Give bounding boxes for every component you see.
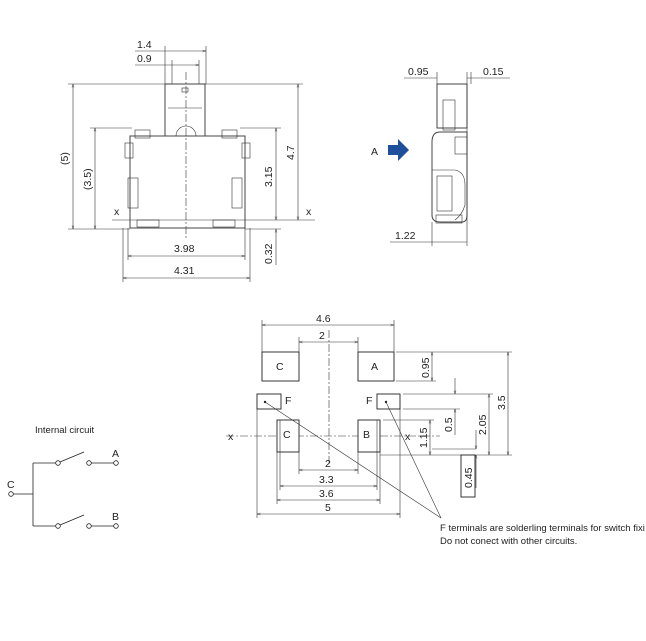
dim-3-15: 3.15 [263, 166, 275, 187]
pad-c-top-label: C [276, 361, 284, 373]
pad-f-left [256, 393, 282, 410]
pad-f-right [376, 393, 401, 410]
axis-x-left-footprint: x [228, 431, 234, 443]
dim-4-6: 4.6 [316, 313, 331, 325]
pad-a-top-label: A [371, 361, 378, 373]
dim-2-top: 2 [319, 330, 325, 342]
dim-2-bottom: 2 [325, 458, 331, 470]
terminal-c-label: C [7, 479, 15, 491]
dim-0-95-footprint: 0.95 [420, 357, 432, 378]
terminal-b-label: B [112, 511, 119, 523]
dim-3-5-paren: (3.5) [82, 168, 94, 190]
view-arrow-icon [388, 139, 409, 161]
dim-4-7: 4.7 [285, 145, 297, 160]
dim-5-footprint: 5 [325, 502, 331, 514]
circuit-title: Internal circuit [35, 425, 94, 436]
dim-0-45: 0.45 [463, 467, 475, 488]
dim-3-6: 3.6 [319, 488, 334, 500]
switch-body-top [124, 83, 251, 229]
dim-3-98: 3.98 [174, 243, 195, 255]
internal-circuit: Internal circuit C A B [7, 425, 119, 529]
axis-x-right-footprint: x [405, 431, 411, 443]
dim-3-5-footprint: 3.5 [496, 395, 508, 410]
top-view: x x 1.4 0.9 (5) (3.5) 4.7 3.15 0.32 3.98 [59, 39, 315, 282]
side-view: A 0.95 0.15 1.22 [371, 66, 510, 246]
dim-0-5: 0.5 [443, 417, 455, 432]
switch-body-side [431, 83, 468, 224]
dim-3-3: 3.3 [319, 474, 334, 486]
pad-f-left-label: F [285, 395, 291, 407]
dim-2-05: 2.05 [477, 414, 489, 435]
view-arrow-label: A [371, 146, 378, 158]
pad-a-top [357, 351, 395, 382]
dim-0-32: 0.32 [263, 243, 275, 264]
pad-b-bottom-label: B [363, 429, 370, 441]
dim-4-31: 4.31 [174, 265, 195, 277]
pad-c-top [261, 351, 300, 382]
pad-c-bottom-label: C [283, 429, 291, 441]
note-line-2: Do not conect with other circuits. [440, 536, 577, 547]
note-line-1: F terminals are solderling terminals for… [440, 523, 645, 534]
pad-f-right-label: F [366, 395, 372, 407]
footprint-view: x x C A F F C B 4.6 2 2 3.3 [226, 313, 645, 547]
dim-1-4: 1.4 [137, 39, 152, 51]
dim-1-15: 1.15 [418, 427, 430, 448]
pad-b-bottom [357, 419, 381, 453]
axis-x-right: x [306, 206, 312, 218]
dim-side-1-22: 1.22 [395, 230, 416, 242]
dim-0-45-box [460, 454, 476, 498]
dim-5: (5) [59, 152, 71, 165]
dim-0-9: 0.9 [137, 53, 152, 65]
terminal-a-label: A [112, 448, 119, 460]
dim-side-0-95: 0.95 [408, 66, 429, 78]
dim-side-0-15: 0.15 [483, 66, 504, 78]
axis-x-left: x [114, 206, 120, 218]
pad-c-bottom [276, 419, 300, 453]
